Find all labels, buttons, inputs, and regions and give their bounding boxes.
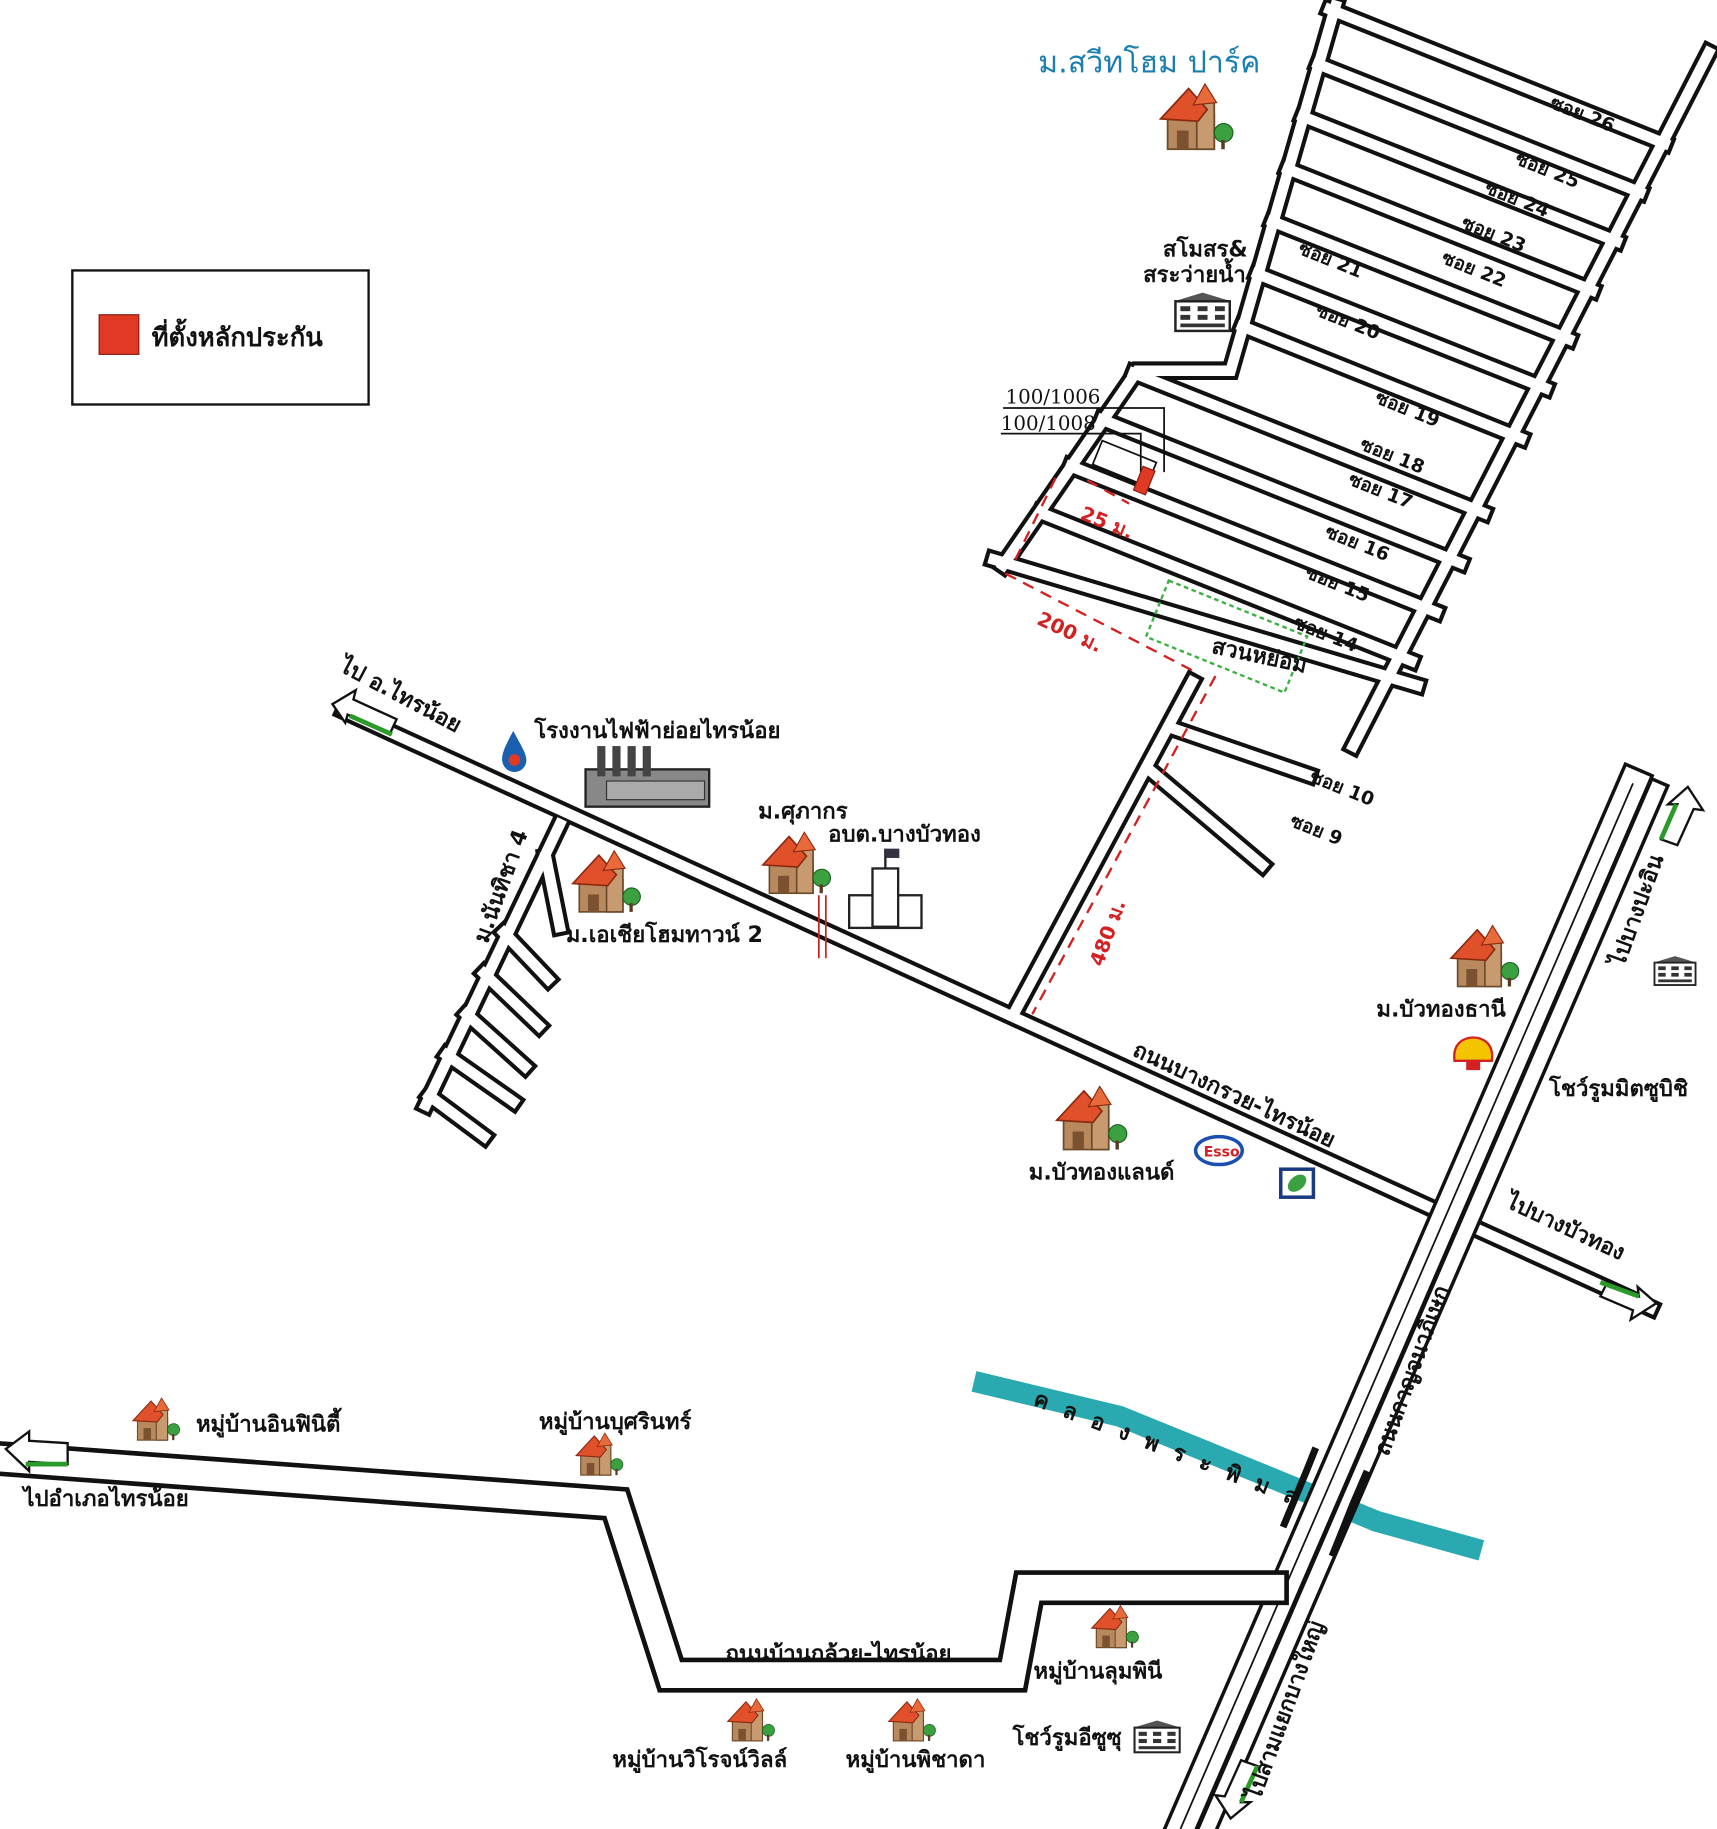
- showroom-icon: [1132, 1719, 1182, 1754]
- soi-label: ซอย 24: [1482, 178, 1552, 223]
- esso-logo-text: Esso: [1204, 1144, 1240, 1160]
- village-title: ม.สวีทโฮม ปาร์ค: [1038, 44, 1260, 80]
- house-icon: [1450, 924, 1520, 988]
- road-label-bangkruai-sainoi: ถนนบางกรวย-ไทรน้อย: [1129, 1036, 1340, 1153]
- showroom-icon: [1652, 955, 1698, 987]
- clubhouse-label-1: สโมสร&: [1163, 235, 1248, 262]
- house-icon: [1055, 1085, 1128, 1151]
- leaf-logo-icon: [1279, 1167, 1316, 1199]
- obt-label: อบต.บางบัวทอง: [828, 822, 981, 848]
- ptt-icon: [502, 730, 527, 772]
- soi-label: ซอย 26: [1547, 92, 1617, 137]
- house-icon: [132, 1397, 181, 1441]
- collateral-marker: [1132, 465, 1156, 496]
- phichada-village-label: หมู่บ้านพิชาดา: [846, 1747, 986, 1774]
- mitsubishi-showroom-label: โชว์รูมมิตซูบิชิ: [1548, 1075, 1688, 1103]
- asia-home-label: ม.เอเชียโฮมทาวน์ 2: [566, 921, 763, 948]
- house-icon: [727, 1698, 776, 1742]
- shell-icon: [1453, 1036, 1494, 1071]
- clubhouse-label-2: สระว่ายน้ำ: [1143, 257, 1246, 288]
- road-network: [0, 6, 1709, 1829]
- lumphini-village-label: หมู่บ้านลุมพินี: [1033, 1659, 1162, 1686]
- suphakorn-label: ม.ศุภากร: [758, 798, 848, 825]
- house-icon: [571, 849, 642, 913]
- canal-label: คลองพระพิมล: [1030, 1386, 1317, 1517]
- plot-number-1: 100/1006: [1005, 385, 1100, 408]
- distance-480m: 480 ม.: [1085, 897, 1130, 970]
- clubhouse-icon: [1172, 291, 1233, 333]
- buathong-land-label: ม.บัวทองแลนด์: [1029, 1160, 1175, 1186]
- house-icon: [888, 1698, 937, 1742]
- legend: ที่ตั้งหลักประกัน: [71, 269, 370, 406]
- infinity-village-label: หมู่บ้านอินฟินิตี้: [196, 1407, 343, 1439]
- legend-label: ที่ตั้งหลักประกัน: [152, 318, 324, 353]
- soi-labels: ซอย 26 ซอย 25 ซอย 24 ซอย 23 ซอย 22 ซอย 2…: [1287, 92, 1617, 850]
- isuzu-showroom-label: โชว์รูมอีซูซุ: [1011, 1724, 1121, 1752]
- power-plant-icon: [584, 746, 711, 808]
- arrow-to-bangpain: [1658, 785, 1706, 847]
- power-plant-label: โรงงานไฟฟ้าย่อยไทรน้อย: [533, 717, 780, 744]
- bridge: [1279, 1446, 1371, 1558]
- arrow-to-bangyai: [1213, 1758, 1260, 1821]
- soi-label: ซอย 10: [1307, 766, 1377, 811]
- arrow-to-sainoi: [330, 687, 399, 737]
- government-building-icon: [848, 848, 923, 930]
- house-icon: [575, 1432, 624, 1476]
- house-icon: [1159, 83, 1234, 151]
- plot-number-2: 100/1008: [1001, 412, 1096, 435]
- house-icon: [1091, 1604, 1140, 1649]
- legend-swatch: [98, 314, 140, 355]
- soi-label: ซอย 9: [1287, 810, 1345, 850]
- distance-200m: 200 ม.: [1034, 607, 1106, 657]
- house-icon: [761, 831, 832, 895]
- pipe-crossing: [817, 895, 827, 959]
- arrow-to-amphoe-sainoi: [4, 1429, 69, 1474]
- direction-to-amphoe-sainoi: ไปอำเภอไทรน้อย: [20, 1485, 188, 1512]
- butsarin-village-label: หมู่บ้านบุศรินทร์: [539, 1409, 692, 1436]
- buathong-thani-label: ม.บัวทองธานี: [1376, 997, 1505, 1023]
- distance-lines: [1004, 477, 1217, 1015]
- road-label-bankluai-sainoi: ถนนบ้านกล้วย-ไทรน้อย: [726, 1640, 952, 1667]
- canal: [971, 1371, 1485, 1561]
- viroj-village-label: หมู่บ้านวิโรจน์วิลล์: [612, 1746, 787, 1774]
- esso-icon: Esso: [1193, 1134, 1245, 1167]
- arrow-to-bangbuathong: [1598, 1280, 1659, 1323]
